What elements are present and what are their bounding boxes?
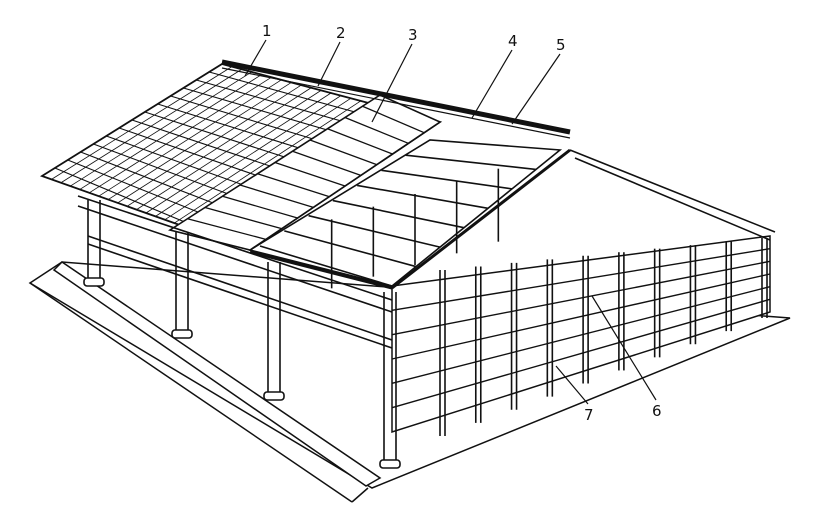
roof-batten xyxy=(362,105,425,134)
purlin xyxy=(357,184,489,210)
purlin xyxy=(381,169,513,190)
roof-batten xyxy=(292,150,362,176)
leader-3 xyxy=(371,43,413,123)
roof-battens xyxy=(168,94,442,251)
leader-7 xyxy=(555,365,589,405)
callout-7: 7 xyxy=(584,406,594,424)
purlin xyxy=(284,230,417,268)
roof-batten xyxy=(327,128,393,155)
callout-2: 2 xyxy=(336,24,346,42)
leader-6 xyxy=(591,295,657,401)
wall-girt xyxy=(391,273,771,360)
wall-girt xyxy=(391,260,771,336)
leader-4 xyxy=(471,49,513,119)
tile-lattice-line xyxy=(117,84,302,204)
roof-batten xyxy=(239,184,314,208)
leader-1 xyxy=(244,39,267,77)
tile-lattice-line xyxy=(107,82,292,200)
wall-girt xyxy=(391,298,771,409)
roof-batten xyxy=(187,218,266,240)
wall-studs xyxy=(439,238,768,436)
roof-batten xyxy=(204,206,282,230)
right-wall xyxy=(391,235,771,436)
right-eave xyxy=(569,149,776,241)
purlin xyxy=(332,199,465,229)
leader-5 xyxy=(511,53,561,125)
tile-lattice-line xyxy=(89,76,272,194)
tile-lattice-line xyxy=(136,90,322,210)
gable-frame xyxy=(247,139,571,290)
callout-leaders xyxy=(244,39,657,405)
callout-5: 5 xyxy=(556,36,566,54)
roof-batten xyxy=(274,161,346,187)
front-columns xyxy=(83,200,401,469)
tile-lattice-line xyxy=(79,74,262,190)
callout-6: 6 xyxy=(652,402,662,420)
leader-2 xyxy=(317,41,341,87)
tile-lattice-line xyxy=(51,66,233,180)
purlin xyxy=(259,245,393,287)
callout-3: 3 xyxy=(408,26,418,44)
wall-girts xyxy=(391,247,771,409)
tile-lattice-line xyxy=(145,92,332,214)
roof-batten xyxy=(344,116,409,144)
front-beams xyxy=(77,195,393,349)
callout-4: 4 xyxy=(508,32,518,50)
wall-girt xyxy=(391,285,771,385)
tile-lattice-line xyxy=(155,95,342,217)
tile-lattice-line xyxy=(98,79,282,197)
tile-lattice-line xyxy=(126,87,312,207)
tile-lattice-line xyxy=(174,100,361,224)
column-base xyxy=(379,459,401,469)
tile-lattice-line xyxy=(164,97,352,221)
tile-lattice-line xyxy=(60,68,243,184)
purlin xyxy=(308,214,441,248)
callout-1: 1 xyxy=(262,22,272,40)
callout-labels: 1 2 3 4 5 6 7 xyxy=(262,22,662,424)
wall-girt xyxy=(391,247,771,312)
tile-lattice-line xyxy=(70,71,252,187)
purlin xyxy=(405,154,537,171)
roof-batten xyxy=(257,173,330,198)
roof-ridge xyxy=(221,59,571,139)
roof-batten xyxy=(309,139,377,166)
column-base xyxy=(171,329,193,339)
column-base xyxy=(83,277,105,287)
roof-batten xyxy=(222,195,298,219)
column-base xyxy=(263,391,285,401)
tile-row xyxy=(54,167,209,233)
